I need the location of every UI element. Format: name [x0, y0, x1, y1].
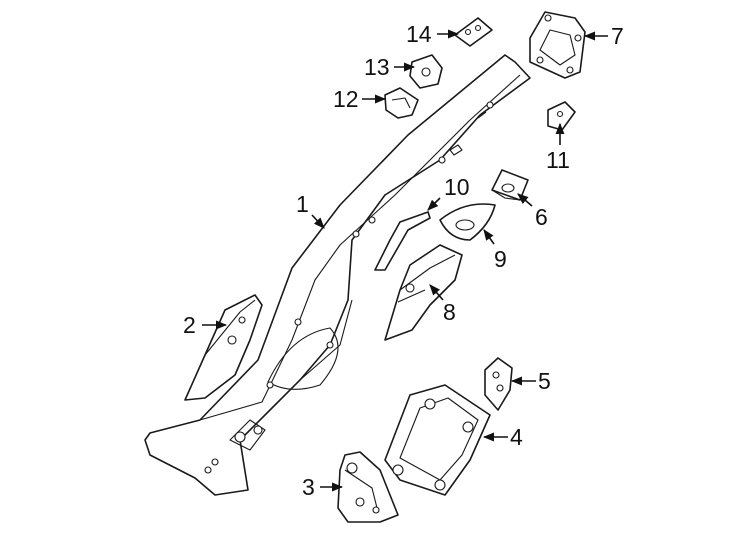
- part-11-tab: [547, 101, 576, 131]
- leader-8: [429, 284, 444, 301]
- callout-6: 6: [535, 204, 548, 230]
- callout-14: 14: [406, 21, 432, 47]
- callout-labels: 1 2 3 4 5 6 7 8 9 10 11 12 13 14: [183, 21, 624, 500]
- part-9-spring-seat: [439, 203, 496, 241]
- leader-10: [427, 197, 441, 211]
- callout-7: 7: [611, 23, 624, 49]
- callout-5: 5: [538, 368, 551, 394]
- part-12-clip: [384, 87, 419, 119]
- part-7-mount-bracket: [529, 11, 586, 79]
- leader-lines: [202, 29, 608, 492]
- callout-8: 8: [443, 299, 456, 325]
- callout-3: 3: [302, 474, 315, 500]
- part-13-nut: [409, 54, 443, 89]
- callout-2: 2: [183, 312, 196, 338]
- part-1-frame-rail: [144, 54, 531, 496]
- part-5-bracket: [484, 357, 513, 411]
- callout-11: 11: [546, 147, 570, 173]
- leader-6: [517, 193, 533, 207]
- callout-4: 4: [510, 424, 523, 450]
- leader-9: [483, 229, 495, 245]
- part-10-strip: [374, 211, 431, 271]
- callout-10: 10: [444, 174, 470, 200]
- part-3-bracket: [337, 451, 399, 523]
- part-6-clip-bracket: [491, 169, 529, 201]
- part-4-plate: [384, 384, 491, 496]
- callout-12: 12: [333, 86, 359, 112]
- callout-13: 13: [364, 54, 390, 80]
- part-2-bracket: [184, 294, 263, 401]
- callout-1: 1: [296, 191, 309, 217]
- leader-1: [311, 214, 325, 229]
- part-8-reinforcement: [384, 244, 463, 341]
- callout-9: 9: [494, 246, 507, 272]
- part-14-pad: [454, 17, 493, 47]
